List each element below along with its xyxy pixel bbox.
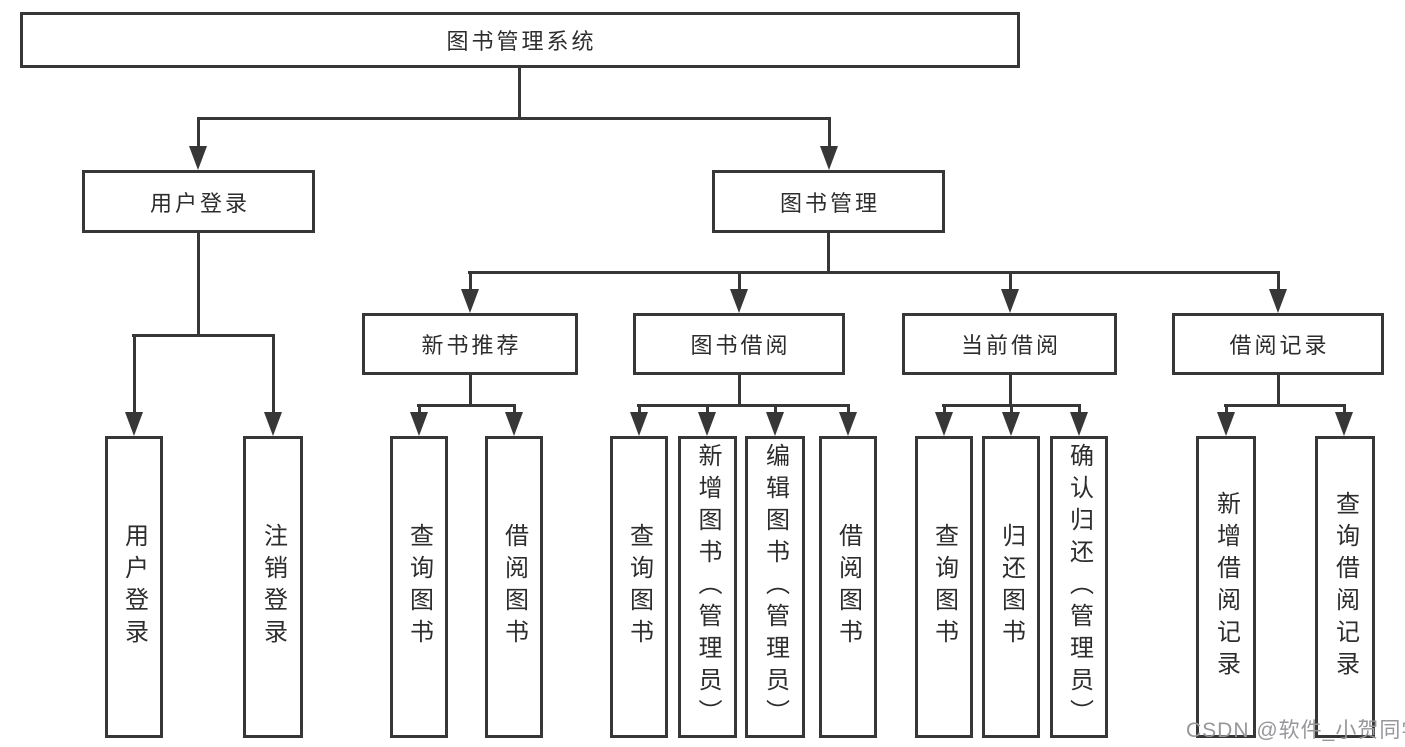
leaf-edit-books-admin: 编辑图书（管理员） bbox=[745, 436, 805, 738]
leaf-confirm-return-admin: 确认归还（管理员） bbox=[1050, 436, 1108, 738]
connector-new-book-stem bbox=[469, 374, 472, 405]
arrowhead-down bbox=[189, 146, 207, 170]
watermark-text: CSDN @软件_小贺同学 bbox=[1186, 719, 1405, 742]
node-new-book-recommendation: 新书推荐 bbox=[362, 313, 578, 375]
connector-user-login-bar bbox=[132, 334, 275, 337]
arrowhead-down bbox=[125, 412, 143, 436]
connector-drop bbox=[418, 404, 421, 414]
leaf-logout: 注销登录 bbox=[243, 436, 303, 738]
leaf-borrow-books-recommend: 借阅图书 bbox=[485, 436, 543, 738]
arrowhead-down bbox=[698, 412, 716, 436]
node-book-borrowing: 图书借阅 bbox=[633, 313, 845, 375]
connector-drop-borrow-records bbox=[1277, 271, 1280, 291]
arrowhead-down bbox=[820, 146, 838, 170]
leaf-query-books-borrowing: 查询图书 bbox=[610, 436, 668, 738]
node-borrowing-records: 借阅记录 bbox=[1172, 313, 1384, 375]
arrowhead-down bbox=[935, 412, 953, 436]
arrowhead-down bbox=[1335, 412, 1353, 436]
connector-drop bbox=[513, 404, 516, 414]
leaf-return-books: 归还图书 bbox=[982, 436, 1040, 738]
arrowhead-down bbox=[766, 412, 784, 436]
node-library-management-system: 图书管理系统 bbox=[20, 12, 1020, 68]
connector-book-management-stem bbox=[827, 232, 830, 274]
leaf-query-books-current: 查询图书 bbox=[915, 436, 973, 738]
arrowhead-down bbox=[1001, 289, 1019, 313]
leaf-query-books-recommend: 查询图书 bbox=[390, 436, 448, 738]
arrowhead-down bbox=[410, 412, 428, 436]
connector-new-book-bar bbox=[417, 404, 516, 407]
connector-drop-leaf-logout bbox=[272, 334, 275, 414]
arrowhead-down bbox=[839, 412, 857, 436]
arrowhead-down bbox=[505, 412, 523, 436]
arrowhead-down bbox=[1002, 412, 1020, 436]
connector-drop-current-borrow bbox=[1009, 271, 1012, 291]
node-current-borrowing: 当前借阅 bbox=[902, 313, 1117, 375]
connector-drop bbox=[847, 404, 850, 414]
leaf-add-borrow-record: 新增借阅记录 bbox=[1196, 436, 1256, 738]
connector-user-login-stem bbox=[197, 232, 200, 335]
leaf-user-login: 用户登录 bbox=[105, 436, 163, 738]
connector-book-borrow-stem bbox=[738, 374, 741, 405]
leaf-query-borrow-record: 查询借阅记录 bbox=[1315, 436, 1375, 738]
connector-root-stem bbox=[518, 67, 521, 119]
node-book-management: 图书管理 bbox=[712, 170, 945, 233]
connector-drop-leaf-user-login bbox=[133, 334, 136, 414]
leaf-borrow-books: 借阅图书 bbox=[819, 436, 877, 738]
connector-drop bbox=[1010, 404, 1013, 414]
connector-drop bbox=[706, 404, 709, 414]
connector-drop bbox=[943, 404, 946, 414]
arrowhead-down bbox=[1269, 289, 1287, 313]
connector-drop bbox=[1078, 404, 1081, 414]
connector-drop-new-book bbox=[469, 271, 472, 291]
leaf-add-books-admin: 新增图书（管理员） bbox=[678, 436, 737, 738]
node-user-login: 用户登录 bbox=[82, 170, 315, 233]
connector-drop bbox=[1225, 404, 1228, 414]
connector-drop bbox=[774, 404, 777, 414]
arrowhead-down bbox=[1070, 412, 1088, 436]
arrowhead-down bbox=[264, 412, 282, 436]
connector-drop-book-management bbox=[828, 117, 831, 152]
connector-root-bar bbox=[197, 117, 831, 120]
connector-drop-book-borrow bbox=[738, 271, 741, 291]
arrowhead-down bbox=[630, 412, 648, 436]
connector-book-borrow-bar bbox=[637, 404, 850, 407]
connector-borrow-records-bar bbox=[1224, 404, 1346, 407]
arrowhead-down bbox=[1217, 412, 1235, 436]
connector-book-management-bar bbox=[468, 271, 1280, 274]
connector-drop bbox=[1343, 404, 1346, 414]
arrowhead-down bbox=[730, 289, 748, 313]
connector-drop-user-login bbox=[197, 117, 200, 152]
connector-current-borrow-stem bbox=[1009, 374, 1012, 405]
arrowhead-down bbox=[461, 289, 479, 313]
connector-drop bbox=[638, 404, 641, 414]
connector-borrow-records-stem bbox=[1277, 374, 1280, 405]
